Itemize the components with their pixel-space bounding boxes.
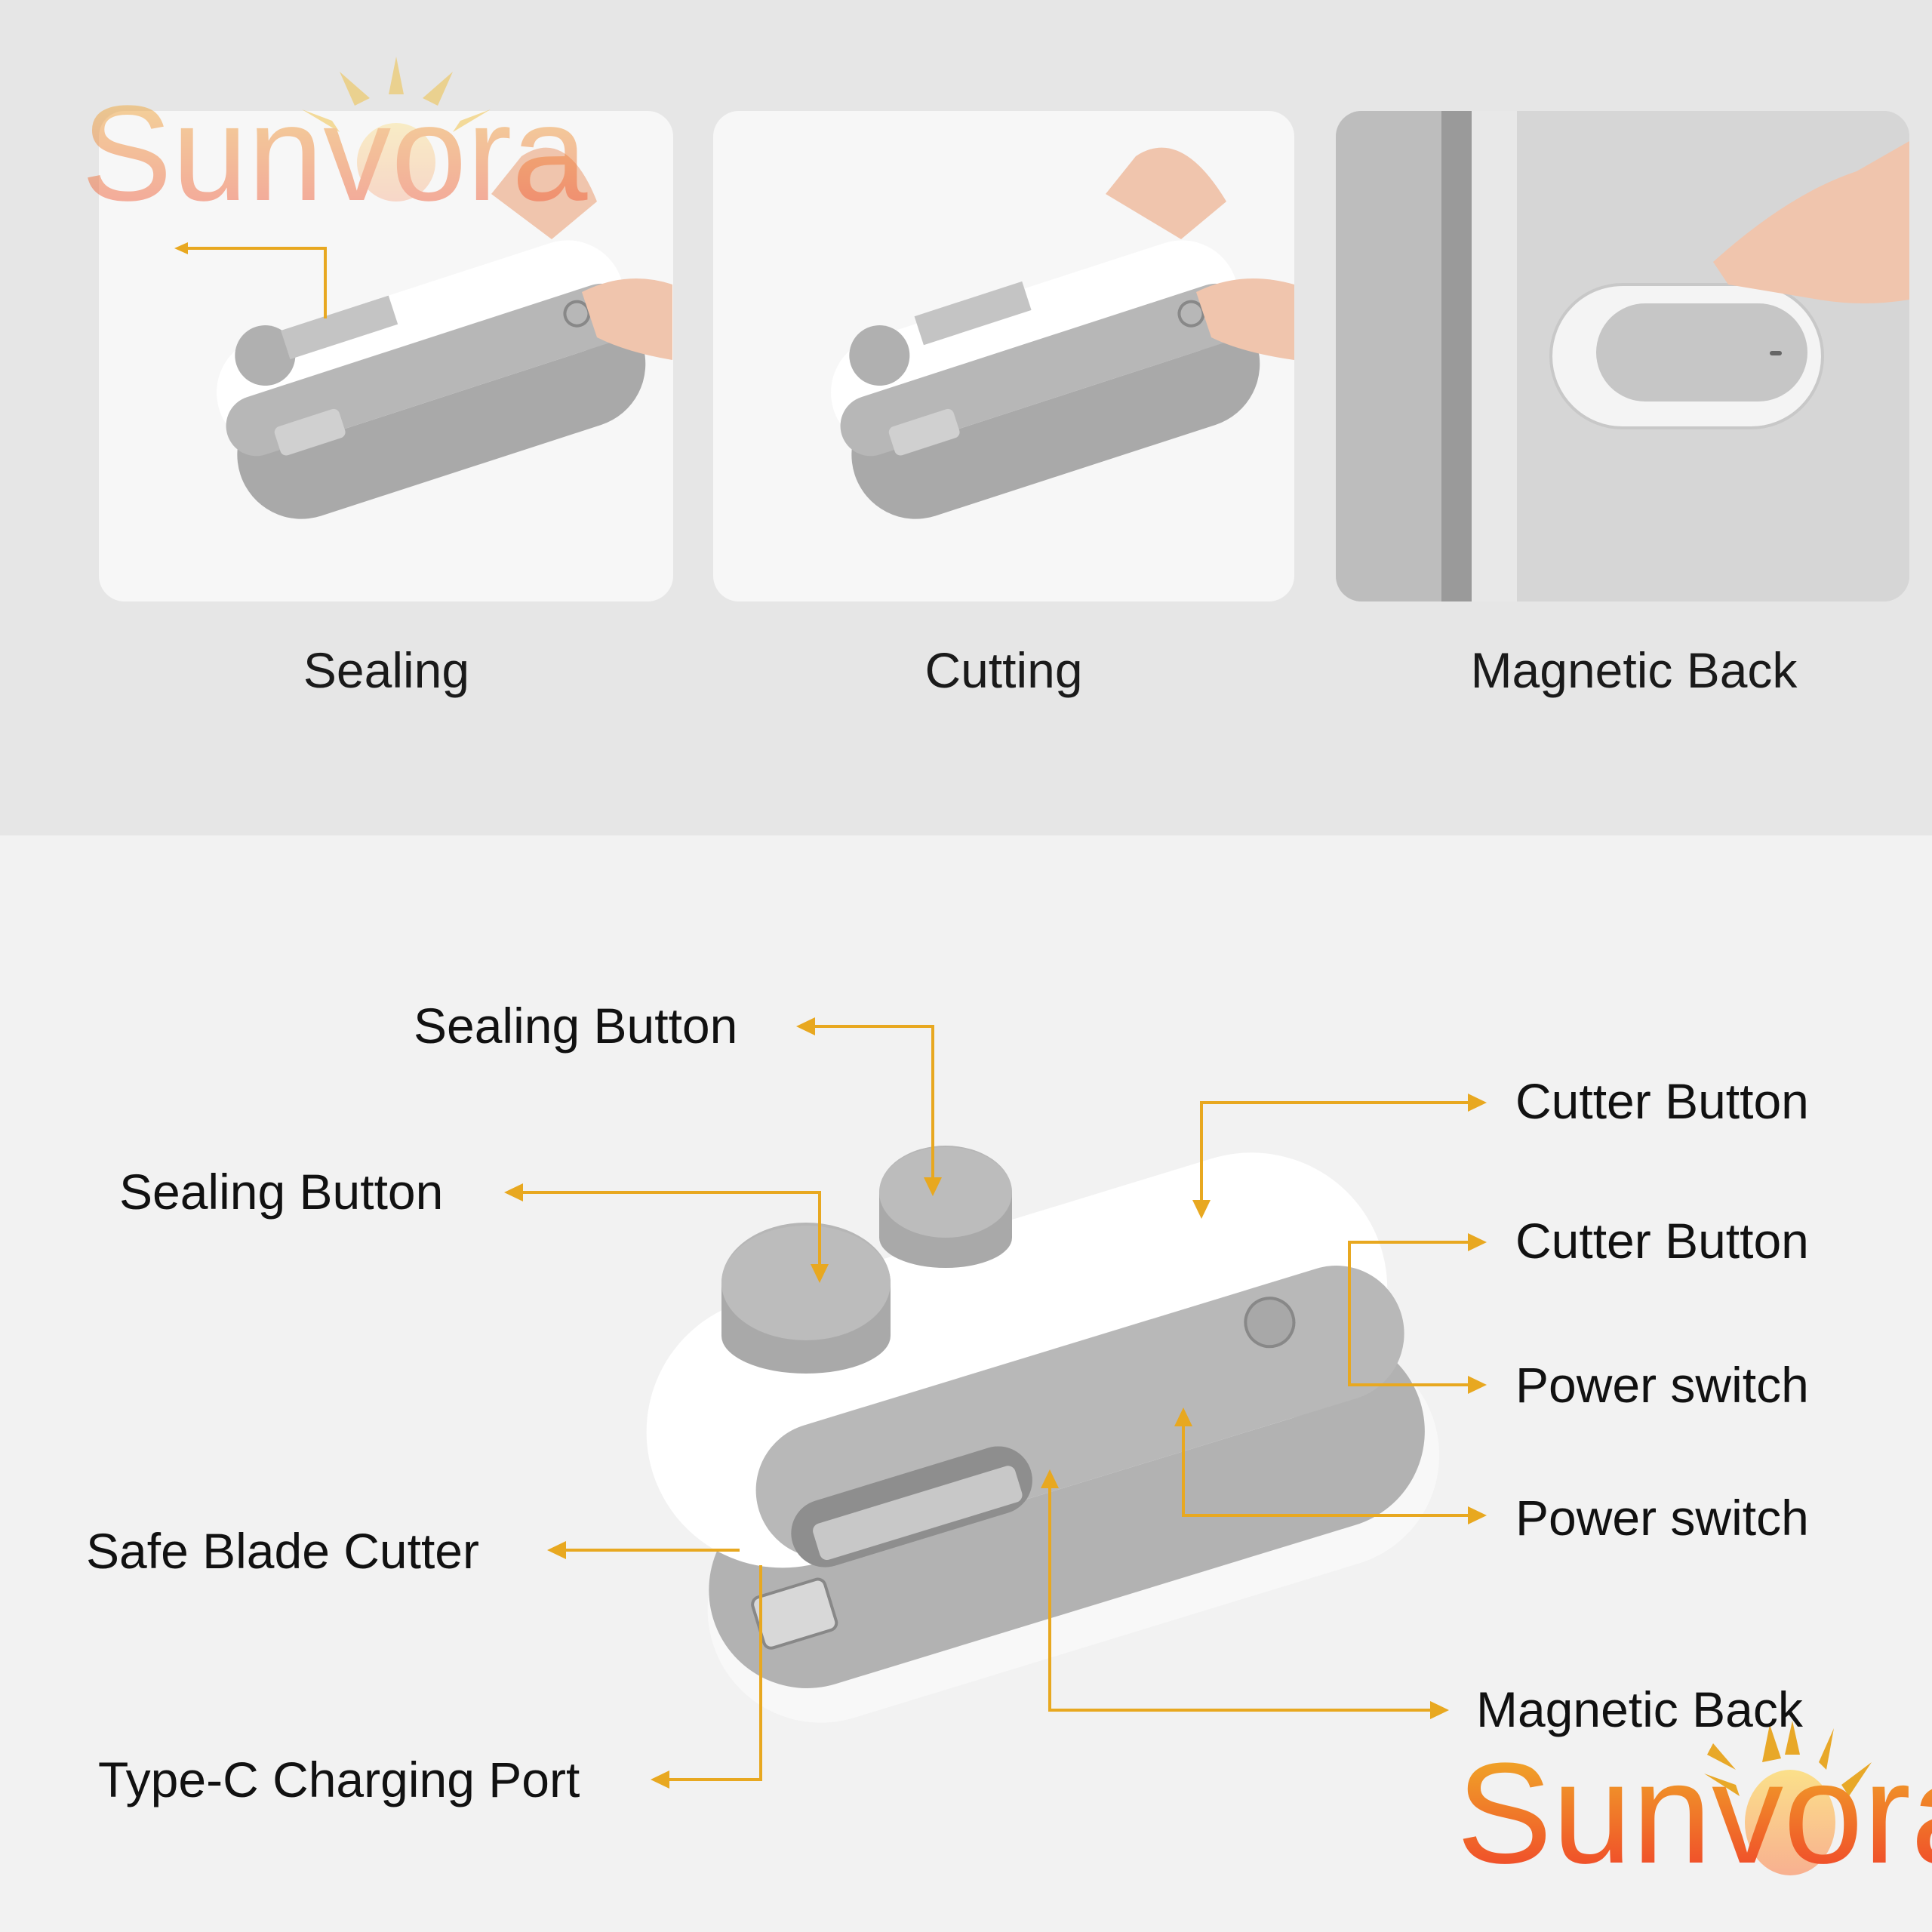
callout-arrowheads [504,1017,1487,1789]
label-power-switch-2: Power switch [1515,1490,1809,1546]
label-cutter-button-2: Cutter Button [1515,1213,1809,1269]
label-sealing-button-2: Sealing Button [119,1164,444,1220]
panel-cutting [713,111,1294,601]
device-illustration [646,1152,1440,1723]
label-power-switch-1: Power switch [1515,1357,1809,1413]
sun-disc-icon [1745,1770,1835,1875]
label-safe-blade-cutter: Safe Blade Cutter [86,1523,479,1579]
label-cutter-button-1: Cutter Button [1515,1073,1809,1129]
sun-rays-icon [1704,1721,1872,1796]
cutting-device-illustration [831,147,1294,519]
caption-cutting: Cutting [924,642,1083,698]
sunvora-logo-text: Sunvora [1457,1734,1932,1894]
sealing-button-knobs [721,1146,1012,1374]
caption-sealing: Sealing [303,642,470,698]
panel-magnetic-back [1336,111,1909,601]
callout-lines [515,1025,1475,1781]
magnetic-device-illustration [1336,111,1909,601]
sunvora-logo: Sunvora [1457,1721,1932,1894]
label-sealing-button-1: Sealing Button [414,998,738,1054]
sealing-device-illustration [174,147,672,519]
caption-magnetic-back: Magnetic Back [1470,642,1798,698]
label-magnetic-back: Magnetic Back [1476,1681,1803,1737]
label-type-c-port: Type-C Charging Port [98,1752,580,1807]
